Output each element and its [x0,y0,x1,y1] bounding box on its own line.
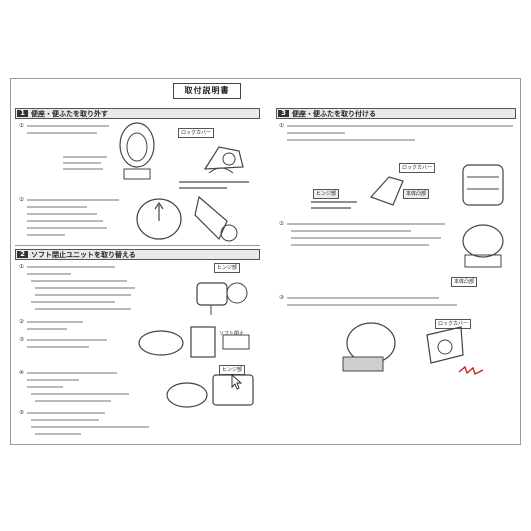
text-line [31,426,149,428]
text-line [287,139,415,141]
instruction-sheet: 取付説明書 1 便座・便ふたを取り外す ① ロックカバー ② 2 ソフト閉止ユニ [10,78,521,445]
text-line [179,181,249,183]
text-line [27,125,109,127]
section-1-heading: 1 便座・便ふたを取り外す [15,108,260,119]
text-line [27,266,115,268]
lock-cover-label-2: ロックカバー [399,163,436,173]
text-line [31,301,115,303]
section-3-step-3-marker: ③ [279,295,284,301]
text-line [27,199,119,201]
text-line [35,433,81,435]
text-line [27,206,87,208]
section-1-step-1-marker: ① [19,123,24,129]
body-protrusion-label: 本体凸部 [403,189,430,199]
text-line [31,280,127,282]
text-line [291,230,411,232]
text-line [35,308,131,310]
text-line [35,287,135,289]
section-2-heading: 2 ソフト閉止ユニットを取り替える [15,249,260,260]
text-line [27,339,107,341]
text-line [27,234,65,236]
text-line [287,125,513,127]
hinge-label: ヒンジ部 [214,263,241,273]
section-2-step-1-marker: ① [19,264,24,270]
body-protrusion-label-2: 本体凸部 [451,277,478,287]
document-title: 取付説明書 [173,83,241,99]
section-2-step-4-marker: ④ [19,370,24,376]
text-line [287,223,445,225]
section-2-step-2-marker: ② [19,319,24,325]
text-line [287,132,345,134]
soft-close-unit-illustration [138,326,250,358]
text-line [27,227,107,229]
seat-alignment-illustration [462,224,504,268]
text-line [27,220,103,222]
section-3-number: 3 [278,110,289,117]
text-line [27,328,67,330]
text-line [63,156,107,158]
seat-attach-illustration [369,164,504,206]
text-line [287,297,439,299]
toilet-seat-illustration [119,122,155,180]
section-3-title: 便座・便ふたを取り付ける [292,110,376,118]
section-2-step-3-marker: ③ [19,337,24,343]
text-line [27,379,79,381]
text-line [179,187,227,189]
text-line [27,372,117,374]
text-line [27,132,97,134]
hinge-label-3: ヒンジ部 [313,189,340,199]
click-mark-icon [458,365,484,375]
text-line [291,237,441,239]
text-line [27,213,97,215]
lock-cover-close-illustration [342,322,464,372]
section-1-number: 1 [17,110,28,117]
section-divider [15,245,260,246]
lock-cover-label: ロックカバー [178,128,215,138]
text-line [27,386,63,388]
text-line [311,207,351,209]
text-line [31,419,99,421]
section-3-step-1-marker: ① [279,123,284,129]
text-line [291,244,429,246]
section-1-title: 便座・便ふたを取り外す [31,110,108,118]
section-3-heading: 3 便座・便ふたを取り付ける [276,108,516,119]
section-1-step-2-marker: ② [19,197,24,203]
section-2-number: 2 [17,251,28,258]
seat-removal-illustration [136,195,238,242]
section-2-title: ソフト閉止ユニットを取り替える [31,251,136,259]
text-line [27,321,83,323]
text-line [63,168,103,170]
section-3-step-2-marker: ② [279,221,284,227]
text-line [35,294,131,296]
section-2-step-5-marker: ⑤ [19,410,24,416]
text-line [311,201,357,203]
text-line [287,304,457,306]
mouse-pointer-icon [231,374,243,390]
unit-install-illustration [166,374,254,408]
text-line [63,162,101,164]
text-line [27,346,89,348]
text-line [27,412,105,414]
lock-cover-illustration [203,146,244,174]
hinge-illustration [196,282,248,315]
text-line [27,273,71,275]
text-line [31,393,129,395]
text-line [35,400,111,402]
soft-close-label: ソフト閉止 [217,330,247,338]
